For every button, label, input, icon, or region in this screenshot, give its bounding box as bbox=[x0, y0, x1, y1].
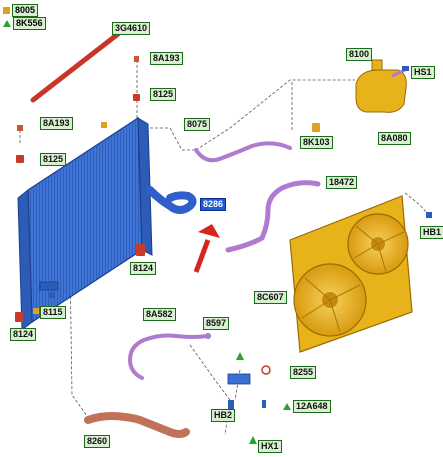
callout-18472[interactable]: 18472 bbox=[326, 176, 358, 189]
hose-upper-center bbox=[194, 141, 292, 163]
legend-label: 8005 bbox=[12, 4, 39, 17]
legend-item-8005: 8005 bbox=[3, 4, 39, 17]
orange-square-icon bbox=[3, 7, 10, 14]
hose-lower-left bbox=[127, 333, 210, 380]
callout-hb1[interactable]: HB1 bbox=[420, 226, 443, 239]
callout-8124-left[interactable]: 8124 bbox=[10, 328, 37, 341]
callout-8100[interactable]: 8100 bbox=[346, 48, 373, 61]
callout-8a193-top[interactable]: 8A193 bbox=[150, 52, 183, 65]
callout-3g4610[interactable]: 3G4610 bbox=[112, 22, 151, 35]
callout-8124-center[interactable]: 8124 bbox=[130, 262, 157, 275]
callout-hb2[interactable]: HB2 bbox=[211, 409, 236, 422]
callout-hs1[interactable]: HS1 bbox=[411, 66, 435, 79]
callout-8a582[interactable]: 8A582 bbox=[143, 308, 176, 321]
green-triangle-icon bbox=[3, 20, 11, 27]
clip-hs1 bbox=[404, 66, 409, 71]
legend-item-8k556: 8K556 bbox=[3, 17, 46, 30]
hose-upper-right bbox=[225, 180, 321, 253]
callout-8125-top[interactable]: 8125 bbox=[150, 88, 177, 101]
callout-8a193-left[interactable]: 8A193 bbox=[40, 117, 73, 130]
callout-12a648[interactable]: 12A648 bbox=[293, 400, 331, 413]
fan-shroud bbox=[289, 195, 413, 353]
callout-8255[interactable]: 8255 bbox=[290, 366, 317, 379]
highlighted-hose-part bbox=[146, 186, 197, 214]
legend-label: 8K556 bbox=[13, 17, 46, 30]
callout-8115[interactable]: 8115 bbox=[40, 306, 66, 319]
callout-8075[interactable]: 8075 bbox=[184, 118, 211, 131]
rod-part bbox=[30, 31, 121, 103]
callout-8597[interactable]: 8597 bbox=[203, 317, 230, 330]
callout-8260[interactable]: 8260 bbox=[84, 435, 111, 448]
clip-hb1 bbox=[426, 212, 432, 218]
callout-8a080[interactable]: 8A080 bbox=[378, 132, 411, 145]
pointer-arrow bbox=[193, 224, 220, 273]
callout-8c607[interactable]: 8C607 bbox=[254, 291, 287, 304]
callout-8286-highlighted[interactable]: 8286 bbox=[200, 198, 227, 211]
fittings bbox=[15, 56, 320, 339]
lower-bracket bbox=[227, 352, 291, 444]
radiator bbox=[17, 116, 153, 332]
lower-hose bbox=[84, 412, 190, 438]
callout-hx1[interactable]: HX1 bbox=[258, 440, 282, 453]
callout-8k103[interactable]: 8K103 bbox=[300, 136, 333, 149]
callout-8125-left[interactable]: 8125 bbox=[40, 153, 67, 166]
coolant-reservoir bbox=[355, 59, 407, 113]
